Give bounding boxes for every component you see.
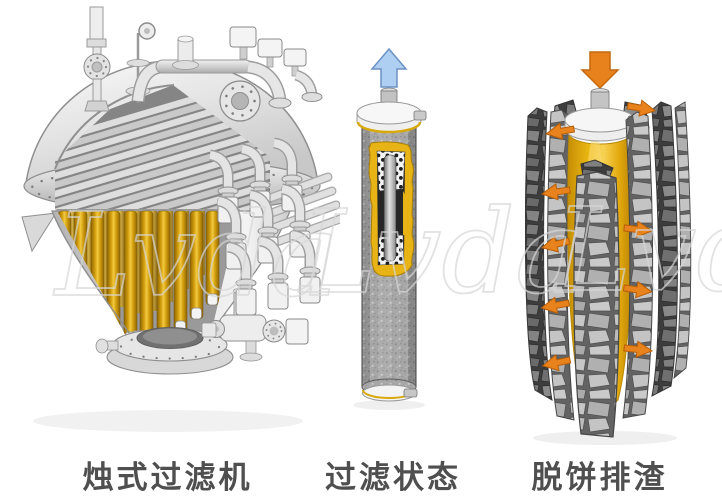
candle-cap <box>564 107 636 133</box>
bottom-flange <box>95 327 234 375</box>
down-arrow-icon <box>580 51 620 90</box>
side-piping <box>208 143 345 315</box>
label-cake-discharge: 脱饼排渣 <box>531 460 668 495</box>
top-piping <box>83 6 323 122</box>
label-filtering-state: 过滤状态 <box>325 460 461 495</box>
figure-cake-discharge <box>524 48 700 453</box>
cake-slab-far-right <box>651 101 678 397</box>
clamp <box>403 388 418 398</box>
candle-shadow <box>353 400 425 410</box>
cutaway-window <box>368 141 415 277</box>
machine-shadow <box>33 410 303 432</box>
figure-filtering-state <box>340 45 460 415</box>
clamp <box>413 110 427 121</box>
candle-bottom-ring <box>361 378 418 402</box>
support-lug <box>21 212 57 253</box>
cake-slab-outer-right <box>673 101 692 380</box>
up-arrow-icon <box>370 47 408 88</box>
label-candle-filter-machine: 烛式过滤机 <box>82 460 253 495</box>
bottom-valve-cluster <box>201 287 309 362</box>
figure-candle-filter-machine <box>10 5 345 445</box>
discharge-shadow <box>533 431 677 445</box>
cake-slab-far-left <box>524 107 553 401</box>
candle-cap <box>356 87 427 134</box>
cake-slab-right <box>622 111 654 419</box>
core-tube <box>383 154 397 262</box>
cake-slab-front <box>573 171 620 438</box>
